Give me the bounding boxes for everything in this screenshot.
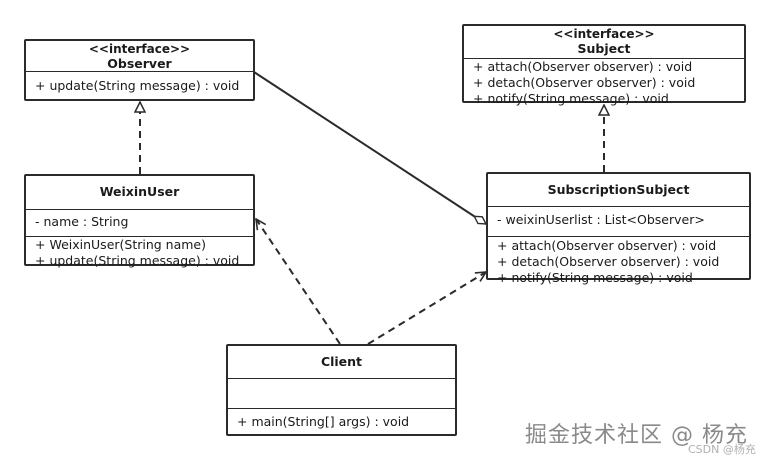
attributes-section: - weixinUserlist : List<Observer> xyxy=(488,207,749,237)
method: + update(String message) : void xyxy=(35,78,240,93)
method: + notify(String message) : void xyxy=(497,270,693,285)
methods-section: + update(String message) : void xyxy=(26,72,253,96)
class-name: SubscriptionSubject xyxy=(547,182,690,197)
method: + detach(Observer observer) : void xyxy=(473,75,696,90)
stereotype-label: <<interface>> xyxy=(88,42,191,56)
method: + notify(String message) : void xyxy=(473,91,669,106)
methods-section: + attach(Observer observer) : void + det… xyxy=(464,59,744,109)
aggregation-observer-subscription xyxy=(253,71,486,225)
class-client: Client + main(String[] args) : void xyxy=(226,344,457,436)
class-subscriptionsubject: SubscriptionSubject - weixinUserlist : L… xyxy=(486,172,751,285)
watermark-subtext: CSDN @杨充 xyxy=(688,443,756,456)
class-header: WeixinUser xyxy=(26,176,253,210)
method: + main(String[] args) : void xyxy=(237,414,410,429)
attribute: - name : String xyxy=(35,214,129,229)
class-observer: <<interface>> Observer + update(String m… xyxy=(24,39,255,101)
class-name: Subject xyxy=(577,41,631,56)
class-header: Client xyxy=(228,346,455,379)
method: + update(String message) : void xyxy=(35,253,240,268)
class-header: <<interface>> Subject xyxy=(464,26,744,59)
class-name: Observer xyxy=(107,56,172,71)
method: + attach(Observer observer) : void xyxy=(497,238,717,253)
method: + detach(Observer observer) : void xyxy=(497,254,720,269)
attributes-section xyxy=(228,379,455,409)
dependency-client-subscription xyxy=(367,272,486,345)
watermark-text: 掘金技术社区 @ 杨充 xyxy=(525,423,748,448)
attribute: - weixinUserlist : List<Observer> xyxy=(497,212,705,227)
dependency-client-weixinuser xyxy=(256,219,341,345)
method: + attach(Observer observer) : void xyxy=(473,59,693,74)
class-name: WeixinUser xyxy=(99,184,180,199)
class-header: <<interface>> Observer xyxy=(26,41,253,72)
class-subject: <<interface>> Subject + attach(Observer … xyxy=(462,24,746,106)
class-weixinuser: WeixinUser - name : String + WeixinUser(… xyxy=(24,174,255,268)
stereotype-label: <<interface>> xyxy=(553,27,655,41)
methods-section: + main(String[] args) : void xyxy=(228,409,455,432)
methods-section: + attach(Observer observer) : void + det… xyxy=(488,237,749,288)
methods-section: + WeixinUser(String name) + update(Strin… xyxy=(26,237,253,271)
class-header: SubscriptionSubject xyxy=(488,174,749,207)
class-name: Client xyxy=(320,354,363,369)
attributes-section: - name : String xyxy=(26,210,253,237)
method: + WeixinUser(String name) xyxy=(35,237,207,252)
